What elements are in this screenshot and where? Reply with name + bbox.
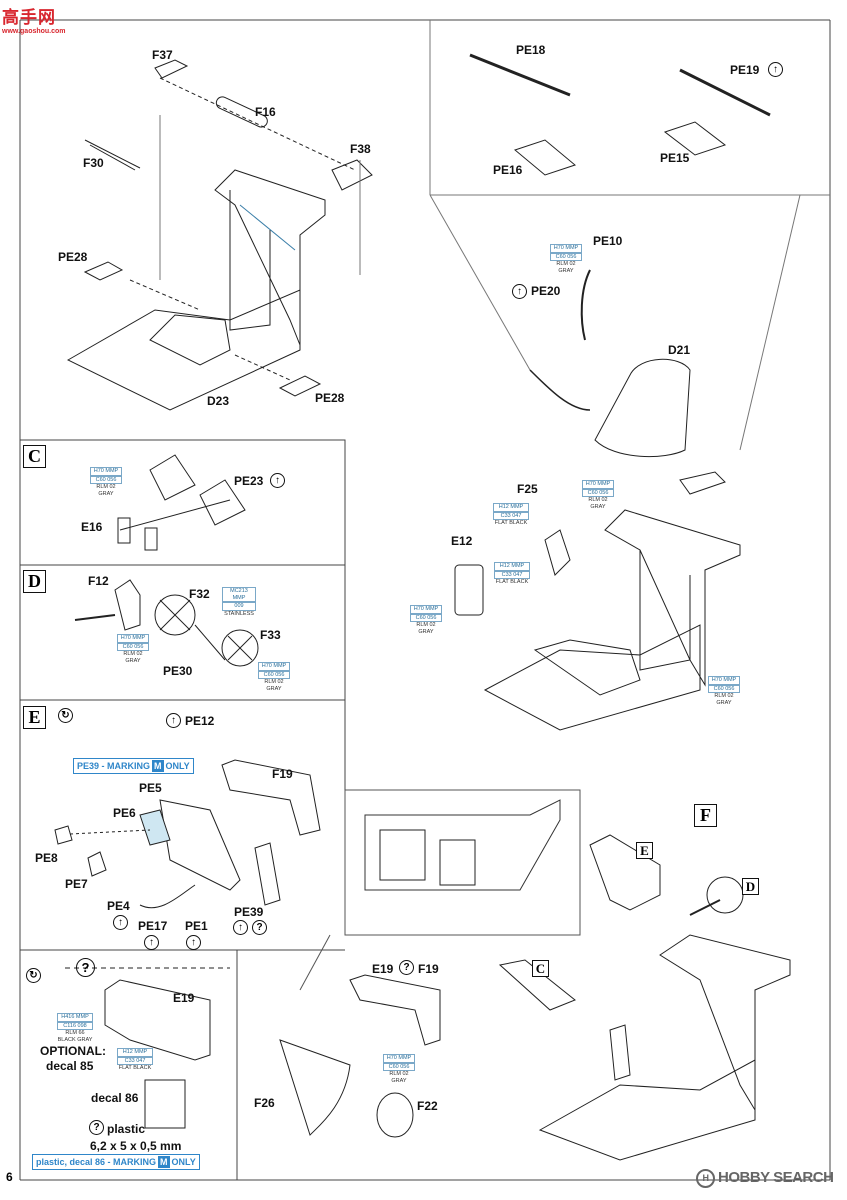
label-pe19: PE19 bbox=[730, 63, 760, 77]
label-f12: F12 bbox=[88, 574, 109, 588]
label-pe1: PE1 bbox=[185, 919, 208, 933]
arrow-icon-pe20: ↑ bbox=[512, 284, 527, 299]
label-pe30: PE30 bbox=[163, 664, 193, 678]
label-f33: F33 bbox=[260, 628, 281, 642]
label-d23: D23 bbox=[207, 394, 230, 408]
section-label-d: D bbox=[23, 570, 46, 593]
section-label-c: C bbox=[23, 445, 46, 468]
final-seat-assembly bbox=[498, 834, 791, 1161]
arrow-icon-pe12: ↑ bbox=[166, 713, 181, 728]
rotate-icon: ↻ bbox=[58, 708, 73, 723]
arrow-icon-pe17: ↑ bbox=[144, 935, 159, 950]
ref-section-e: E bbox=[636, 842, 653, 859]
arrow-icon-pe23: ↑ bbox=[270, 473, 285, 488]
label-pe16: PE16 bbox=[493, 163, 523, 177]
label-pe17: PE17 bbox=[138, 919, 168, 933]
label-f38: F38 bbox=[350, 142, 371, 156]
label-f19: F19 bbox=[272, 767, 293, 781]
question-icon-pe39: ? bbox=[252, 920, 267, 935]
label-pe15: PE15 bbox=[660, 151, 690, 165]
label-pe18: PE18 bbox=[516, 43, 546, 57]
label-pe20: PE20 bbox=[531, 284, 561, 298]
label-f19-opt: F19 bbox=[418, 962, 439, 976]
label-f25: F25 bbox=[517, 482, 538, 496]
label-pe8: PE8 bbox=[35, 851, 58, 865]
arrow-icon-pe4: ↑ bbox=[113, 915, 128, 930]
label-pe10: PE10 bbox=[593, 234, 623, 248]
arrow-icon-pe39: ↑ bbox=[233, 920, 248, 935]
note-plastic: plastic bbox=[107, 1122, 146, 1136]
note-decal85: decal 85 bbox=[46, 1059, 94, 1073]
note-optional: OPTIONAL: bbox=[40, 1044, 106, 1058]
note-size: 6,2 x 5 x 0,5 mm bbox=[90, 1139, 182, 1153]
label-f26: F26 bbox=[254, 1096, 275, 1110]
ref-section-d: D bbox=[742, 878, 759, 895]
rudder-pedals bbox=[117, 454, 246, 551]
label-pe7: PE7 bbox=[65, 877, 88, 891]
label-pe5: PE5 bbox=[139, 781, 162, 795]
page-number: 6 bbox=[6, 1170, 13, 1184]
control-parts bbox=[74, 579, 259, 667]
question-icon-plastic: ? bbox=[89, 1120, 104, 1135]
label-f16: F16 bbox=[255, 105, 276, 119]
section-label-e: E bbox=[23, 706, 46, 729]
seat-assembly-right bbox=[429, 20, 830, 731]
label-pe28-a: PE28 bbox=[58, 250, 88, 264]
question-icon: ? bbox=[76, 958, 95, 977]
arrow-icon-pe1: ↑ bbox=[186, 935, 201, 950]
note-decal86: decal 86 bbox=[91, 1091, 139, 1105]
label-e16: E16 bbox=[81, 520, 103, 534]
section-label-f: F bbox=[694, 804, 717, 827]
panel-parts-bottom bbox=[279, 974, 441, 1138]
label-e12: E12 bbox=[451, 534, 473, 548]
ref-section-c: C bbox=[532, 960, 549, 977]
label-pe39: PE39 bbox=[234, 905, 264, 919]
label-f22: F22 bbox=[417, 1099, 438, 1113]
rotate-icon-2: ↻ bbox=[26, 968, 41, 983]
copyright-icon: H bbox=[696, 1169, 715, 1188]
instrument-panel bbox=[54, 759, 321, 909]
label-f30: F30 bbox=[83, 156, 104, 170]
seat-frame-assembly-top bbox=[66, 59, 373, 411]
arrow-icon-pe19: ↑ bbox=[768, 62, 783, 77]
cockpit-cutaway bbox=[299, 789, 581, 991]
label-pe6: PE6 bbox=[113, 806, 136, 820]
label-pe28-b: PE28 bbox=[315, 391, 345, 405]
label-d21: D21 bbox=[668, 343, 691, 357]
label-pe23: PE23 bbox=[234, 474, 264, 488]
label-pe4: PE4 bbox=[107, 899, 130, 913]
optional-panel bbox=[104, 979, 211, 1129]
label-e19-opt: E19 bbox=[372, 962, 394, 976]
label-f37: F37 bbox=[152, 48, 173, 62]
question-icon-e19: ? bbox=[399, 960, 414, 975]
label-e19: E19 bbox=[173, 991, 195, 1005]
label-pe12: PE12 bbox=[185, 714, 215, 728]
watermark-logo-top: 高手网 www.gaoshou.com bbox=[2, 8, 66, 35]
label-f32: F32 bbox=[189, 587, 210, 601]
